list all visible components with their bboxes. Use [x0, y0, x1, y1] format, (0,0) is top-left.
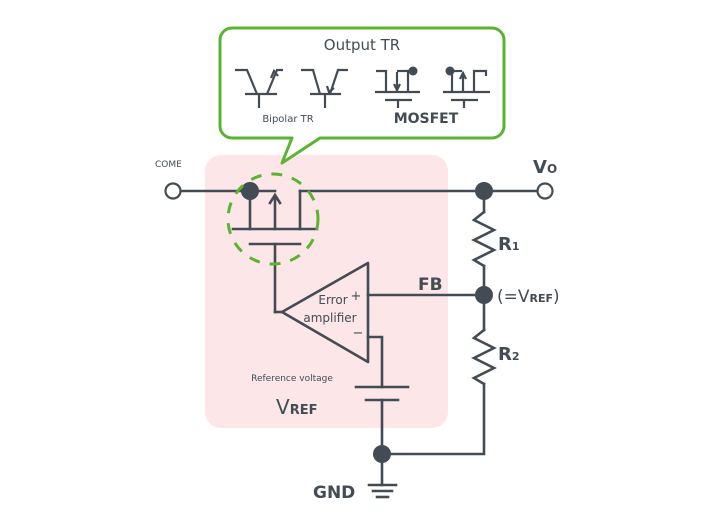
nmos-body-dot-icon	[408, 66, 418, 76]
bipolar-label: Bipolar TR	[262, 114, 313, 125]
mosfet-label: MOSFET	[394, 111, 459, 127]
output-mosfet-icon	[231, 182, 319, 314]
r1-resistor	[471, 210, 497, 268]
output-terminal[interactable]	[536, 182, 554, 200]
amp-plus: +	[351, 289, 362, 304]
output-terminal-label: VO	[533, 157, 557, 178]
amp-label-line1: Error	[318, 293, 347, 307]
amp-label-line2: amplifier	[303, 311, 356, 325]
npn-transistor-icon	[235, 68, 283, 108]
ic-block	[205, 155, 448, 428]
r1-label: R1	[498, 234, 520, 255]
r2-resistor	[471, 328, 497, 386]
fb-vref-label: (=VREF)	[497, 287, 560, 307]
input-terminal-label: COME	[155, 160, 182, 170]
gnd-label: GND	[313, 483, 355, 503]
input-terminal[interactable]	[164, 182, 182, 200]
ground-icon	[367, 483, 398, 499]
pnp-transistor-icon	[301, 68, 348, 108]
amp-minus: −	[353, 326, 364, 341]
error-amplifier: Error amplifier + −	[273, 261, 370, 364]
fb-node-dot	[475, 286, 493, 304]
output-node-dot	[475, 182, 493, 200]
reference-caption: Reference voltage	[251, 374, 333, 384]
output-tr-callout: Output TR Bipolar TR	[218, 26, 506, 165]
vref-label: VREF	[276, 395, 317, 419]
gnd-node-dot	[373, 445, 391, 463]
fb-label: FB	[418, 275, 443, 295]
pmos-body-dot-icon	[445, 66, 455, 76]
output-tr-highlight	[226, 172, 320, 266]
callout-title: Output TR	[324, 36, 400, 54]
r2-label: R2	[498, 344, 520, 365]
